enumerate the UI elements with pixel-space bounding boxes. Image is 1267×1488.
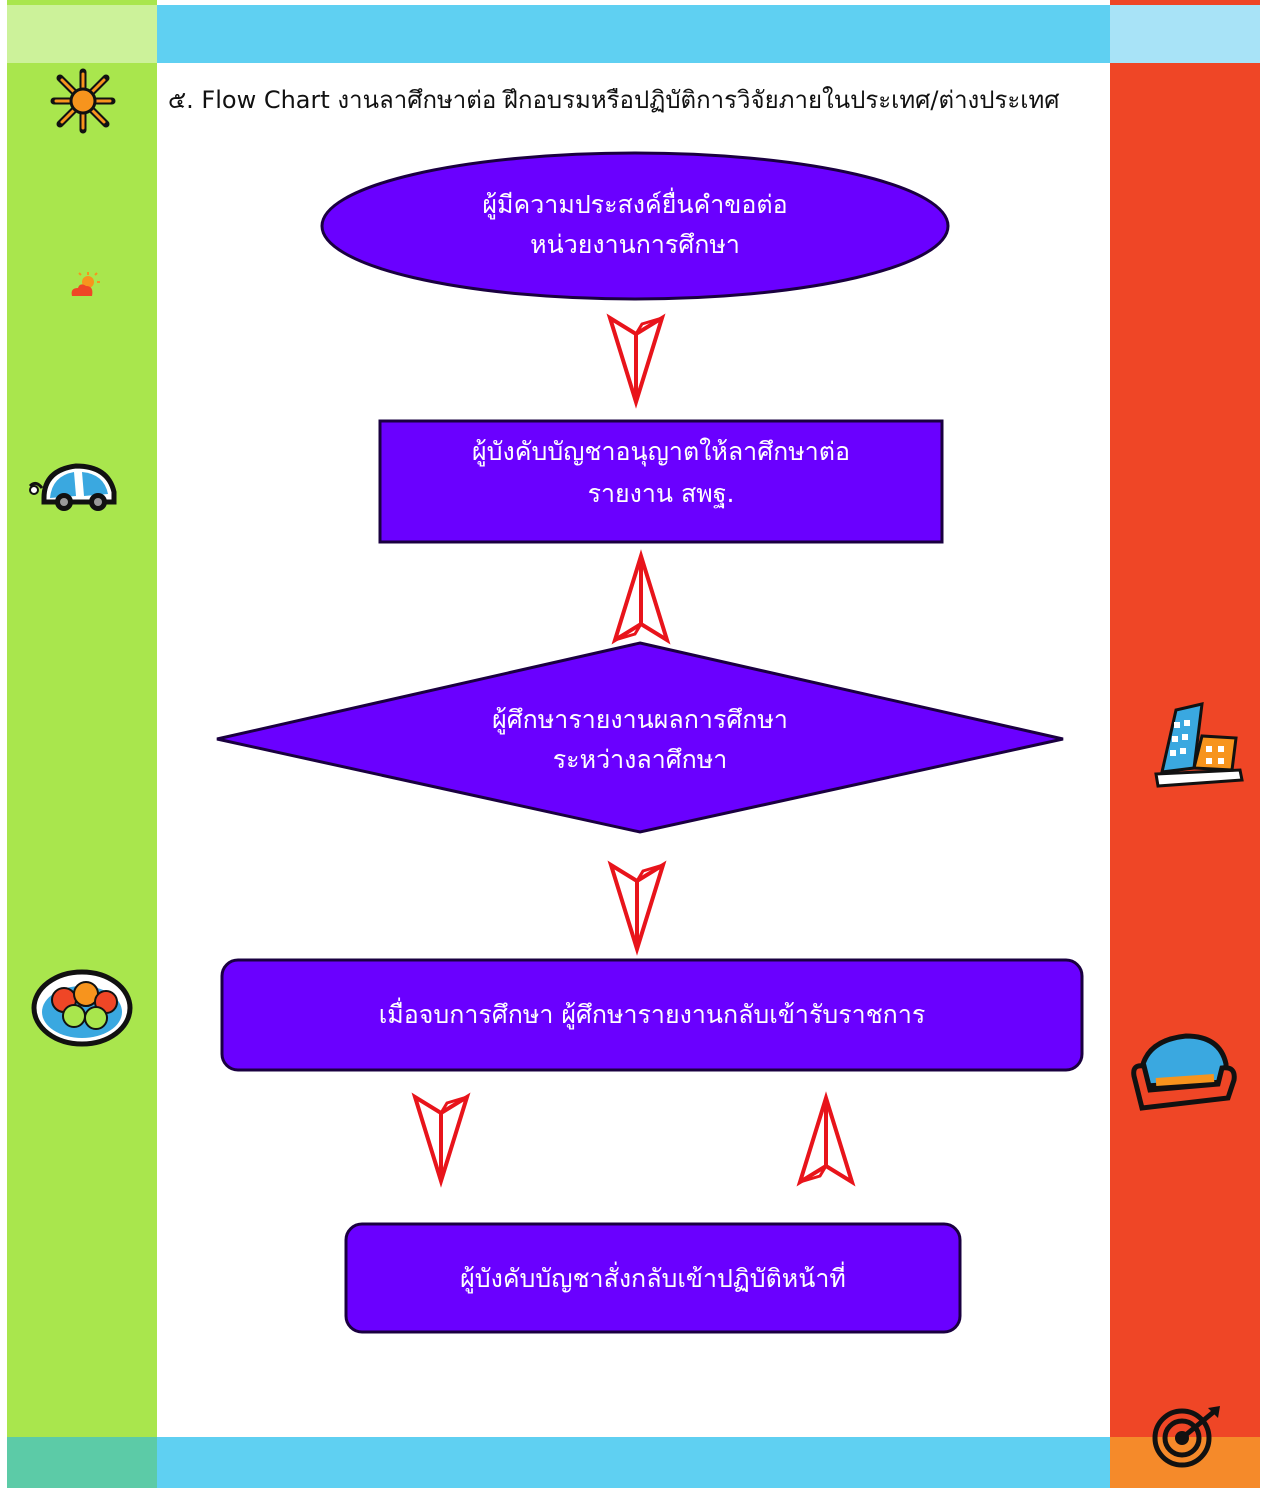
node-approve-line-2: รายงาน สพฐ.	[588, 479, 735, 508]
node-return: ผู้บังคับบัญชาสั่งกลับเข้าปฏิบัติหน้าที่	[344, 1222, 962, 1334]
node-start-line-1: ผู้มีความประสงค์ยื่นคำขอต่อ	[482, 187, 787, 220]
left-strip	[7, 0, 157, 1488]
left-strip-bottom	[7, 1437, 157, 1488]
node-finish: เมื่อจบการศึกษา ผู้ศึกษารายงานกลับเข้ารั…	[220, 958, 1084, 1072]
edge-return-to-finish	[798, 1096, 854, 1184]
fruit-bowl-icon	[31, 969, 133, 1047]
building-icon	[1154, 702, 1244, 788]
left-strip-top	[7, 5, 157, 63]
node-start: ผู้มีความประสงค์ยื่นคำขอต่อ หน่วยงานการศ…	[320, 151, 950, 301]
edge-start-to-approve	[608, 316, 664, 404]
edge-report-to-finish	[609, 863, 665, 951]
cloud-sun-icon	[71, 272, 100, 296]
sun-burst-icon	[50, 68, 116, 134]
top-band	[157, 5, 1110, 63]
edge-finish-to-return	[413, 1095, 469, 1183]
bottom-band	[157, 1437, 1110, 1488]
right-strip-top	[1110, 5, 1260, 63]
edge-report-to-approve	[613, 554, 669, 642]
node-return-line-1: ผู้บังคับบัญชาสั่งกลับเข้าปฏิบัติหน้าที่	[460, 1261, 846, 1294]
node-report-line-2: ระหว่างลาศึกษา	[553, 745, 728, 774]
target-icon	[1152, 1406, 1220, 1468]
sofa-icon	[1131, 1033, 1237, 1111]
node-finish-line-1: เมื่อจบการศึกษา ผู้ศึกษารายงานกลับเข้ารั…	[379, 997, 926, 1030]
node-report: ผู้ศึกษารายงานผลการศึกษา ระหว่างลาศึกษา	[216, 641, 1064, 834]
node-approve-line-1: ผู้บังคับบัญชาอนุญาตให้ลาศึกษาต่อ	[472, 437, 850, 467]
car-icon	[28, 463, 117, 511]
page-title: ๕. Flow Chart งานลาศึกษาต่อ ฝึกอบรมหรือป…	[168, 86, 1060, 114]
node-start-line-2: หน่วยงานการศึกษา	[530, 230, 740, 259]
node-report-line-1: ผู้ศึกษารายงานผลการศึกษา	[492, 705, 788, 735]
node-approve: ผู้บังคับบัญชาอนุญาตให้ลาศึกษาต่อ รายงาน…	[378, 419, 944, 544]
